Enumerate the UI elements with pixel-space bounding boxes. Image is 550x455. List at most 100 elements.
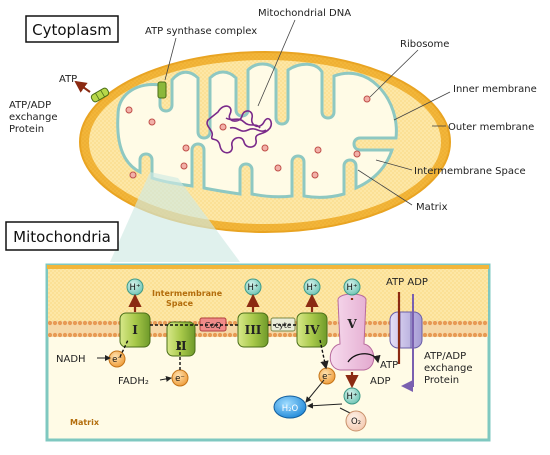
electron-label: e⁻ (112, 355, 122, 365)
atp-export-arrow (74, 80, 91, 93)
lipid-head (477, 332, 483, 338)
complex-iii: III (237, 312, 269, 348)
lipid-head (62, 332, 68, 338)
lipid-head (232, 332, 238, 338)
svg-text:II: II (175, 339, 187, 353)
lipid-head (202, 332, 208, 338)
lipid-head (467, 320, 473, 326)
lipid-head (292, 332, 298, 338)
lipid-head (92, 320, 98, 326)
lipid-head (152, 332, 158, 338)
lipid-head (327, 332, 333, 338)
lipid-head (367, 320, 373, 326)
lipid-head (82, 332, 88, 338)
proton-label: H⁺ (307, 283, 318, 293)
lipid-head (227, 320, 233, 326)
lipid-head (102, 332, 108, 338)
label-matrix-top: Matrix (416, 202, 448, 213)
lipid-head (227, 332, 233, 338)
label-fadh2: FADH₂ (118, 376, 149, 387)
label-ribosome: Ribosome (400, 39, 449, 50)
lipid-head (372, 332, 378, 338)
lipid-head (207, 332, 213, 338)
lipid-head (277, 332, 283, 338)
atp-synthase-small (157, 81, 167, 99)
lipid-head (367, 332, 373, 338)
lipid-head (232, 320, 238, 326)
label-atp-adp-top: ATP ADP (386, 277, 428, 288)
label-intermembrane-line2: Space (166, 299, 194, 308)
lipid-head (452, 320, 458, 326)
lipid-head (447, 320, 453, 326)
lipid-head (72, 332, 78, 338)
mitochondria-title: Mitochondria (13, 228, 111, 246)
lipid-head (87, 320, 93, 326)
label-exchange-line2: exchange (424, 363, 473, 374)
mitochondria-title-box (5, 221, 119, 251)
svg-text:III: III (245, 323, 262, 337)
lipid-head (162, 320, 168, 326)
svg-text:H₂O: H₂O (282, 404, 299, 414)
lipid-head (462, 320, 468, 326)
atp-adp-exchanger-small (90, 87, 110, 103)
lipid-head (107, 332, 113, 338)
lipid-head (282, 332, 288, 338)
lipid-head (97, 320, 103, 326)
lipid-head (462, 332, 468, 338)
lipid-head (212, 332, 218, 338)
adp-import-arrow (401, 294, 414, 392)
lipid-head (67, 332, 73, 338)
svg-text:IV: IV (305, 323, 321, 337)
electron-to-water-arrow (305, 379, 325, 403)
svg-text:I: I (132, 323, 138, 337)
lipid-head (437, 320, 443, 326)
lipid-head (287, 332, 293, 338)
lipid-head (382, 332, 388, 338)
oxygen-molecule: O₂ (345, 410, 367, 432)
lipid-head (472, 332, 478, 338)
label-atp-synthase-complex: ATP synthase complex (145, 26, 257, 37)
electron-label: e⁻ (175, 374, 185, 384)
lipid-head (162, 332, 168, 338)
label-exchange-line1: ATP/ADP (424, 351, 466, 362)
lipid-head (427, 320, 433, 326)
lipid-head (52, 320, 58, 326)
callout-lines (164, 19, 451, 206)
lipid-head (72, 320, 78, 326)
lipid-head (102, 320, 108, 326)
lipid-head (432, 332, 438, 338)
lipid-head (267, 332, 273, 338)
lipid-head (47, 320, 53, 326)
atp-synthesis-arrow (347, 353, 381, 364)
label-atp-adp-line1: ATP/ADP (9, 100, 51, 111)
complex-i: I (119, 312, 151, 348)
lipid-head (482, 320, 488, 326)
lipid-head (62, 320, 68, 326)
proton-pump-arrows (128, 292, 401, 389)
lipid-head (332, 332, 338, 338)
protons: H⁺H⁺H⁺H⁺H⁺e⁻e⁻e⁻ (108, 278, 361, 405)
lipid-head (422, 332, 428, 338)
label-inner-membrane: Inner membrane (453, 84, 537, 95)
lipid-head (272, 332, 278, 338)
proton-to-water-arrow (307, 402, 343, 409)
lipid-head (152, 320, 158, 326)
label-atp-adp-line2: exchange (9, 112, 58, 123)
ribosomes (125, 95, 371, 179)
lipid-head (327, 320, 333, 326)
lipid-head (157, 332, 163, 338)
lipid-head (157, 320, 163, 326)
proton-ion (343, 278, 361, 296)
lipid-head (482, 332, 488, 338)
proton-label: H⁺ (248, 283, 259, 293)
lipid-head (52, 332, 58, 338)
lipid-head (57, 332, 63, 338)
lipid-head (107, 320, 113, 326)
mitochondrial-dna-coil (206, 105, 273, 154)
svg-text:V: V (346, 317, 357, 331)
water-molecule: H₂O (273, 395, 307, 419)
lipid-head (332, 320, 338, 326)
lipid-head (197, 332, 203, 338)
